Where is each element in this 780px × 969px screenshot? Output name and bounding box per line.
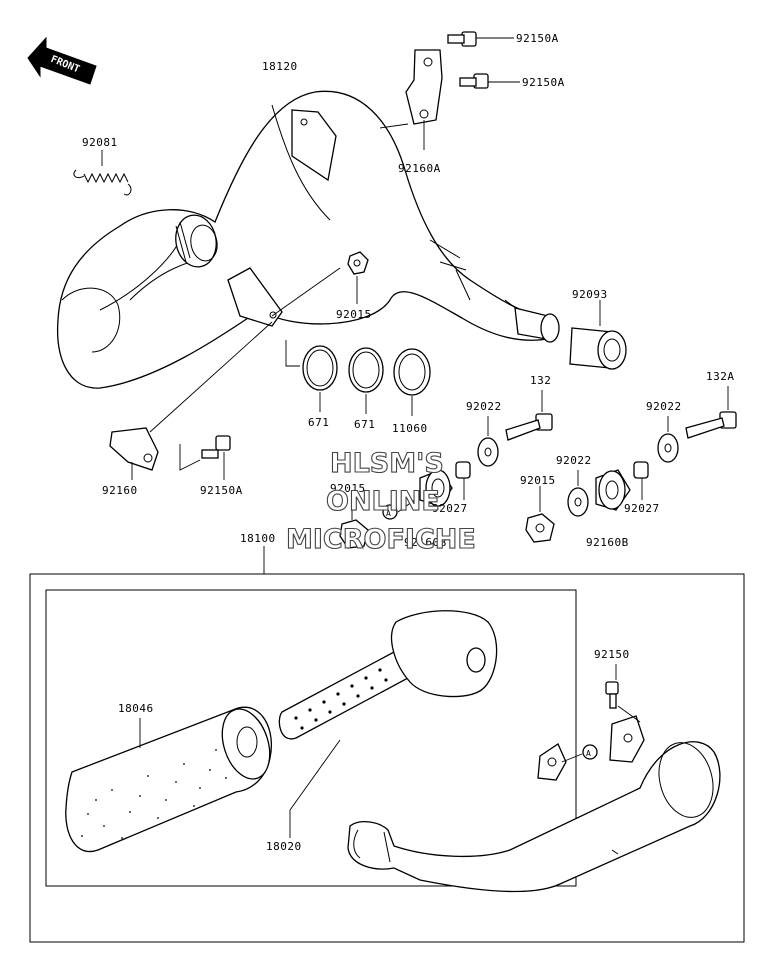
bolt-92150A-top [447,31,514,47]
front-arrow-icon: FRONT [27,36,97,85]
washer-92022-a [477,416,499,467]
label-92022-2: 92022 [556,454,592,467]
bracket-92160 [109,321,273,480]
label-92160: 92160 [102,484,138,497]
bolt-92150A-middle [459,73,520,89]
label-671-2: 671 [354,418,375,431]
part-labels: 18120 92150A 92150A 92160A 92081 92015 9… [82,32,735,853]
inner-pipe-18020 [278,610,498,838]
washer-92022-b [567,470,589,517]
label-18020: 18020 [266,840,302,853]
pipe-perforations [294,668,388,730]
label-11060: 11060 [392,422,428,435]
label-132A: 132A [706,370,735,383]
label-92150A-1: 92150A [516,32,559,45]
bolt-132A [685,386,737,439]
mount-92160B-b [595,469,631,511]
label-18120: 18120 [262,60,298,73]
label-92022-3: 92022 [646,400,682,413]
svg-text:ONLINE: ONLINE [326,486,440,517]
gasket-11060 [393,348,431,416]
label-18100: 18100 [240,532,276,545]
label-92015-1: 92015 [336,308,372,321]
label-92150A-3: 92150A [200,484,243,497]
label-92093: 92093 [572,288,608,301]
label-92160B-1: 92160B [404,536,447,549]
washer-92022-c [657,416,679,463]
nut-92015-upper [271,251,369,317]
label-92150A-2: 92150A [522,76,565,89]
muffler-assembly-frame [29,573,745,943]
label-92160B-2: 92160B [586,536,629,549]
expansion-chamber-18120 [56,90,560,389]
muffler-internals-frame [45,589,577,887]
label-92027-2: 92027 [624,502,660,515]
svg-text:A: A [386,509,391,518]
packing-texture [81,749,227,839]
nut-92015-mid [339,498,369,549]
watermark: HLSM'S ONLINE MICROFICHE [285,447,476,555]
label-92015-3: 92015 [520,474,556,487]
spring-92081 [73,150,132,196]
grommet-92093 [569,300,627,370]
label-92022-1: 92022 [466,400,502,413]
bolt-92150 [605,664,641,723]
bolt-132 [505,390,553,441]
bolt-92150A-lower [201,435,231,480]
svg-text:HLSM'S: HLSM'S [330,448,444,479]
silencer-body [347,715,721,893]
label-132: 132 [530,374,551,387]
bracket-92160A [379,49,443,150]
label-18046: 18046 [118,702,154,715]
label-92150: 92150 [594,648,630,661]
callout-a-lower: A [561,744,598,763]
nut-92015-right [525,486,555,543]
collar-92027-a [455,461,471,500]
label-671-1: 671 [308,416,329,429]
gasket-671-b [348,347,384,414]
label-92027-1: 92027 [432,502,468,515]
svg-text:MICROFICHE: MICROFICHE [286,524,476,555]
svg-text:A: A [586,749,591,758]
gasket-671-a [302,345,338,412]
packing-18046 [65,706,272,853]
label-92015-2: 92015 [330,482,366,495]
collar-92027-b [633,461,649,500]
label-92160A: 92160A [398,162,441,175]
label-92081: 92081 [82,136,118,149]
callout-a-upper: A [382,495,421,520]
